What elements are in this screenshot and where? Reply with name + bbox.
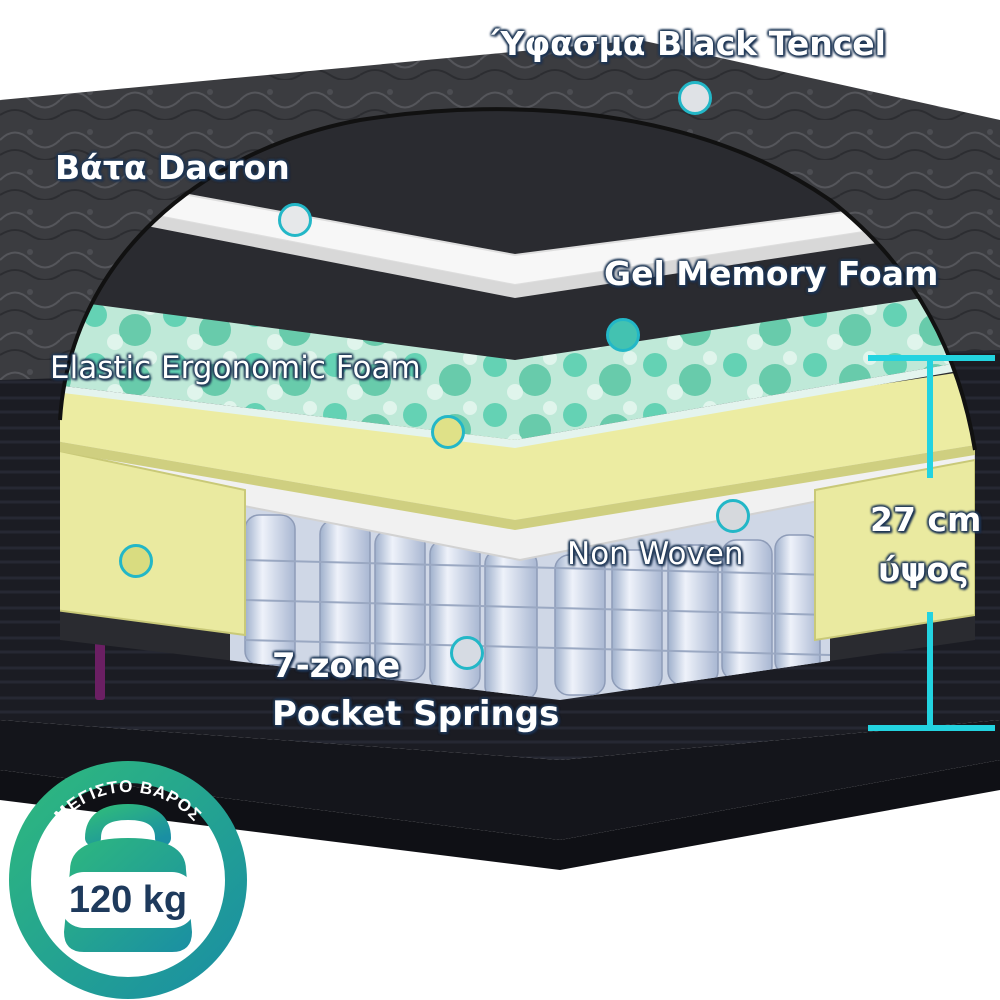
dacron-label: Βάτα Dacron xyxy=(55,148,290,187)
fabric-label: Ύφασμα Black Tencel xyxy=(492,24,886,63)
side-foam-block-left xyxy=(60,448,246,637)
max-weight-value: 120 kg xyxy=(69,879,187,921)
springs-label-line1: 7-zone xyxy=(272,646,401,686)
non-woven-label: Non Woven xyxy=(567,536,744,572)
elastic-foam-label: Elastic Ergonomic Foam xyxy=(50,350,421,386)
weight-kettlebell-icon xyxy=(60,803,196,952)
height-word-label: ύψος xyxy=(878,550,969,589)
gel-foam-label: Gel Memory Foam xyxy=(604,254,939,293)
fabric-marker xyxy=(678,81,712,115)
gel-memory-foam-layer xyxy=(60,290,975,440)
springs-label-line2: Pocket Springs xyxy=(272,694,560,734)
non-woven-marker xyxy=(716,499,750,533)
height-value-label: 27 cm xyxy=(870,500,982,539)
springs-marker xyxy=(450,636,484,670)
side-foam-marker xyxy=(119,544,153,578)
side-foam-block-right xyxy=(814,458,975,642)
max-weight-badge: ΜΕΓΙΣΤΟ ΒΑΡΟΣ 120 kg xyxy=(9,761,247,999)
gel-foam-marker xyxy=(606,318,640,352)
height-dimension-icon xyxy=(868,355,995,731)
dacron-marker xyxy=(278,203,312,237)
elastic-foam-marker xyxy=(431,415,465,449)
